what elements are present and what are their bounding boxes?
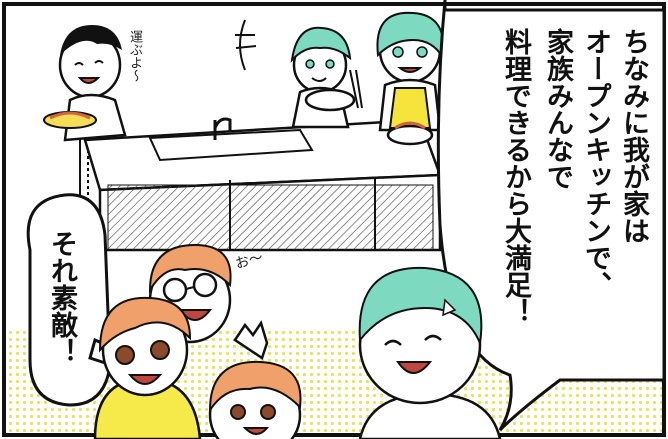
mother-with-apron (376, 11, 445, 146)
speech-right-line-3: 家族みんなで (542, 28, 573, 190)
speech-bubble-left (26, 193, 112, 407)
speech-left-line-1: それ素敵！ (46, 230, 77, 365)
boy-carrying-dish (43, 25, 127, 142)
motion-lines (235, 19, 257, 71)
speech-right-line-2: オープンキッチンで、 (580, 28, 611, 298)
child-with-bowl (290, 26, 363, 129)
speech-right-line-1: ちなみに我が家は (618, 28, 649, 244)
kitchen-counter (79, 117, 442, 252)
speech-right-line-4: 料理できるから大満足！ (500, 28, 531, 325)
girl-left (93, 296, 202, 439)
sfx-carry: 運ぶよ〜 (127, 30, 142, 82)
mother-front (358, 266, 502, 439)
boy-bottom (208, 320, 302, 439)
